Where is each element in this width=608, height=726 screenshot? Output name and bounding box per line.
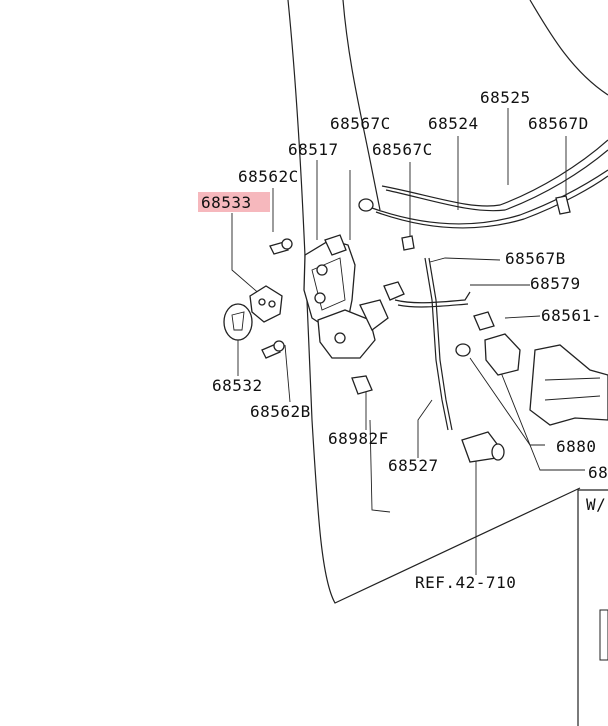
label-68532: 68532 <box>212 376 263 395</box>
part-labels: 68525 68567C 68524 68567D 68517 68567C 6… <box>201 88 608 592</box>
door-outline <box>287 0 608 604</box>
label-68562B: 68562B <box>250 402 311 421</box>
clips <box>351 195 571 395</box>
label-68567C: 68567C <box>372 140 433 159</box>
inset-frame <box>577 489 608 726</box>
rods <box>371 139 608 431</box>
label-68562C: 68562C <box>238 167 299 186</box>
label-w-cut: W/ <box>586 495 606 514</box>
label-68-cut: 68 <box>588 463 608 482</box>
highlight-68533 <box>198 192 270 212</box>
label-68525: 68525 <box>480 88 531 107</box>
label-68579: 68579 <box>530 274 581 293</box>
label-68567D: 68567D <box>528 114 589 133</box>
outside-handle <box>484 333 608 426</box>
label-68533: 68533 <box>201 193 252 212</box>
label-6880: 6880 <box>556 437 597 456</box>
label-68567B: 68567B <box>505 249 566 268</box>
label-68982F: 68982F <box>328 429 389 448</box>
key-cylinder <box>461 431 505 463</box>
label-68561: 68561- <box>541 306 602 325</box>
door-lock-assembly <box>303 234 389 359</box>
label-68524: 68524 <box>428 114 479 133</box>
label-68567C-top: 68567C <box>330 114 391 133</box>
plates <box>223 285 283 341</box>
label-68527: 68527 <box>388 456 439 475</box>
screws <box>261 238 293 359</box>
label-ref-42-710: REF.42-710 <box>415 573 516 592</box>
leader-lines <box>231 108 585 575</box>
label-68517: 68517 <box>288 140 339 159</box>
